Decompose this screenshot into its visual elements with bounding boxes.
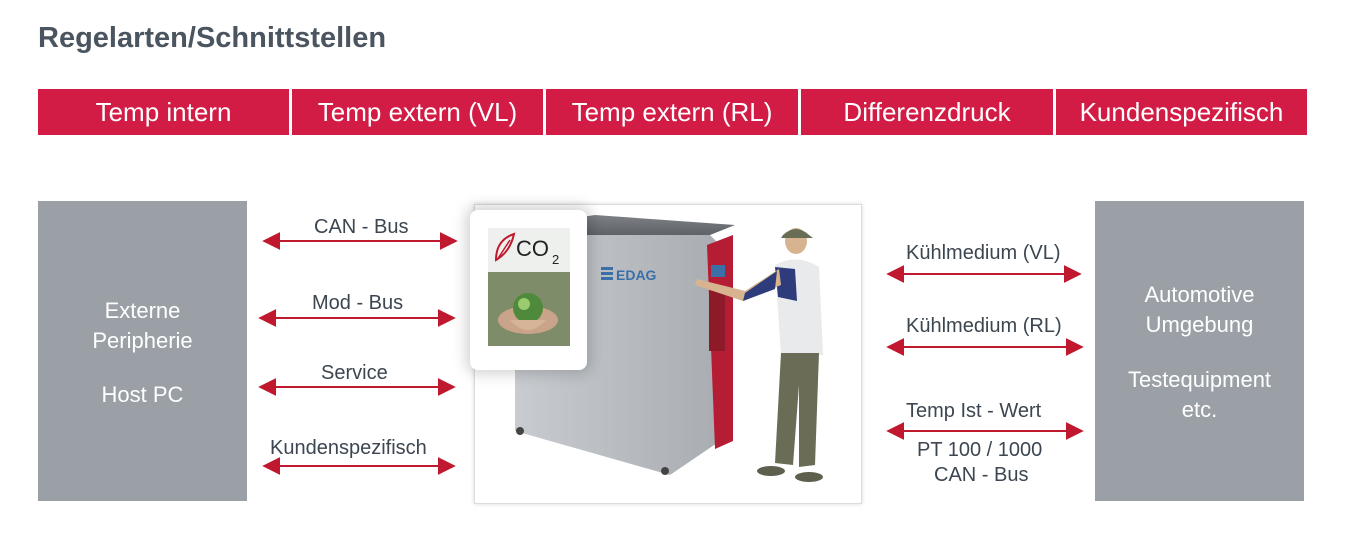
label-kundenspezifisch: Kundenspezifisch [270, 437, 427, 459]
tab-kundenspezifisch[interactable]: Kundenspezifisch [1056, 89, 1307, 135]
tab-temp-intern[interactable]: Temp intern [38, 89, 289, 135]
tab-differenzdruck[interactable]: Differenzdruck [801, 89, 1053, 135]
left-box-line1: Externe [104, 298, 181, 323]
svg-text:EDAG: EDAG [616, 267, 657, 283]
left-box-line2: Peripherie [92, 328, 193, 353]
left-box-external-periphery: Externe Peripherie Host PC [38, 201, 247, 501]
right-box-automotive: Automotive Umgebung Testequipment etc. [1095, 201, 1304, 501]
co2-badge: CO 2 [470, 210, 587, 370]
label-kuehlmedium-vl: Kühlmedium (VL) [906, 242, 1061, 264]
left-box-line3: Host PC [101, 382, 184, 407]
leaf-icon [494, 232, 516, 262]
wheel [661, 467, 669, 475]
cabinet-control-strip [709, 291, 725, 351]
right-box-line3: Testequipment [1127, 367, 1272, 392]
tab-temp-extern-vl[interactable]: Temp extern (VL) [292, 89, 543, 135]
label-mod-bus: Mod - Bus [312, 292, 404, 314]
right-box-line4: etc. [1181, 397, 1218, 422]
page-title: Regelarten/Schnittstellen [38, 22, 387, 54]
label-pt100: PT 100 / 1000 [917, 439, 1043, 461]
label-kuehlmedium-rl: Kühlmedium (RL) [906, 315, 1062, 337]
worker-figure [695, 228, 823, 482]
right-box-line2: Umgebung [1145, 312, 1254, 337]
edag-logo: EDAG [601, 267, 657, 283]
right-box-line1: Automotive [1144, 282, 1255, 307]
label-can-bus-right: CAN - Bus [934, 464, 1029, 486]
tab-temp-extern-rl[interactable]: Temp extern (RL) [546, 89, 798, 135]
wheel [516, 427, 524, 435]
label-temp-ist-wert: Temp Ist - Wert [906, 400, 1042, 422]
co2-text: CO [516, 236, 549, 261]
cabinet-display [711, 265, 725, 277]
co2-subscript: 2 [552, 252, 559, 267]
